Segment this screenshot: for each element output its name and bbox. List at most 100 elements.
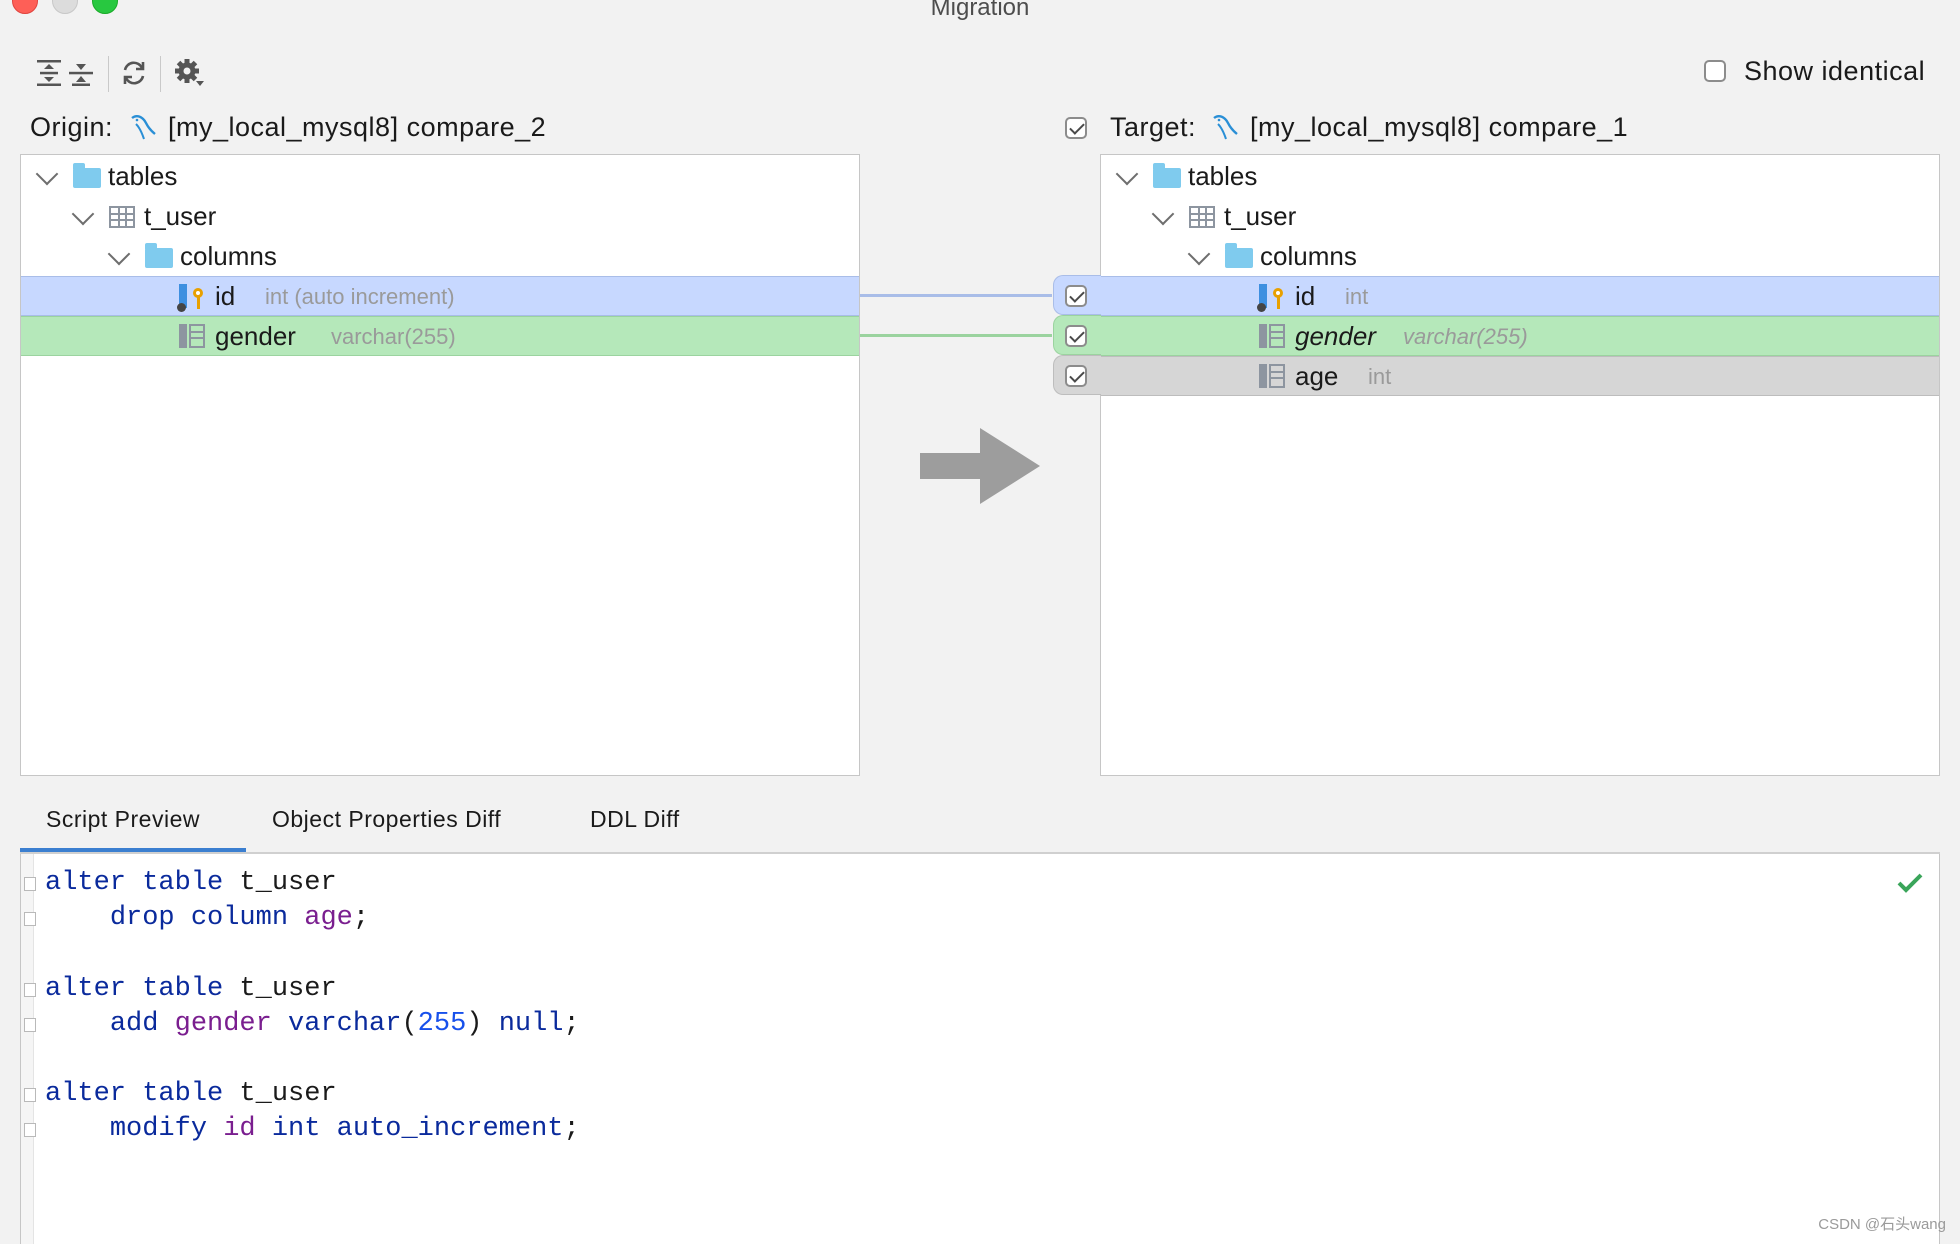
mysql-dolphin-icon: [1213, 115, 1238, 140]
target-label: Target:: [1110, 112, 1197, 142]
code-token: t_user: [223, 1079, 337, 1110]
code-token: null: [498, 1008, 564, 1039]
code-line[interactable]: alter table t_user: [45, 1079, 337, 1109]
code-token: varchar: [288, 1008, 402, 1039]
code-line[interactable]: alter table t_user: [45, 868, 337, 898]
code-line[interactable]: add gender varchar(255) null;: [45, 1009, 580, 1039]
tab-ddl-diff[interactable]: DDL Diff: [590, 806, 680, 832]
column-type: varchar(255): [331, 324, 456, 349]
origin-row-gender[interactable]: gender varchar(255): [21, 316, 859, 356]
code-token: add: [109, 1008, 159, 1039]
origin-label: Origin:: [30, 112, 114, 142]
include-id-checkbox[interactable]: [1065, 285, 1087, 307]
target-checkbox[interactable]: [1065, 117, 1087, 139]
target-row-gender[interactable]: gender varchar(255): [1101, 316, 1939, 356]
active-tab-indicator: [20, 848, 246, 852]
collapse-all-button[interactable]: [64, 56, 98, 90]
expand-all-button[interactable]: [32, 56, 66, 90]
chevron-down-icon[interactable]: [35, 162, 59, 186]
code-token: ): [466, 1008, 499, 1039]
column-type: int: [1345, 284, 1369, 309]
chevron-down-icon[interactable]: [1151, 202, 1175, 226]
code-token: [272, 1009, 288, 1039]
editor-gutter: [21, 854, 34, 1244]
columns-label: columns: [1260, 241, 1357, 271]
code-line[interactable]: alter table t_user: [45, 974, 337, 1004]
settings-icon: [175, 59, 204, 86]
origin-row-id[interactable]: id int (auto increment): [21, 276, 859, 316]
tree-node-tables[interactable]: tables: [21, 157, 859, 197]
tree-node-columns[interactable]: columns: [21, 237, 859, 277]
column-name: gender: [1295, 321, 1376, 351]
code-token: [45, 1009, 110, 1039]
primary-key-column-icon: [177, 284, 205, 312]
code-token: [158, 1009, 174, 1039]
table-icon: [1189, 206, 1215, 228]
code-token: [320, 1114, 336, 1144]
mysql-dolphin-icon: [131, 115, 156, 140]
chevron-down-icon[interactable]: [1187, 242, 1211, 266]
tree-node-table[interactable]: t_user: [1101, 197, 1939, 237]
code-line[interactable]: modify id int auto_increment;: [45, 1114, 580, 1144]
tables-label: tables: [1188, 161, 1258, 191]
code-token: modify: [109, 1114, 208, 1145]
code-token: age: [304, 903, 353, 934]
chevron-down-icon[interactable]: [107, 242, 131, 266]
target-tree[interactable]: tables t_user columns id int gender varc…: [1100, 154, 1940, 776]
migration-arrow-icon: [920, 428, 1040, 504]
origin-tree[interactable]: tables t_user columns id int (auto incre…: [20, 154, 860, 776]
code-line[interactable]: drop column age;: [45, 903, 369, 933]
fold-marker-icon[interactable]: [24, 982, 36, 997]
fold-marker-icon[interactable]: [24, 912, 36, 927]
code-token: 255: [417, 1008, 467, 1039]
include-age-checkbox[interactable]: [1065, 365, 1087, 387]
code-token: (: [401, 1008, 418, 1039]
code-token: [45, 1114, 110, 1144]
refresh-icon: [123, 61, 145, 85]
tab-divider: [20, 852, 1940, 854]
tree-node-table[interactable]: t_user: [21, 197, 859, 237]
target-row-id[interactable]: id int: [1101, 276, 1939, 316]
show-identical-label[interactable]: Show identical: [1744, 56, 1926, 86]
column-icon: [179, 324, 205, 348]
table-icon: [109, 206, 135, 228]
folder-icon: [1153, 163, 1181, 188]
code-token: ;: [352, 903, 370, 934]
code-token: drop column: [109, 903, 289, 934]
show-identical-checkbox[interactable]: [1704, 60, 1726, 82]
code-token: alter table: [45, 1079, 224, 1110]
tables-label: tables: [108, 161, 178, 191]
column-icon: [1259, 324, 1285, 348]
column-name: id: [215, 281, 236, 311]
fold-marker-icon[interactable]: [24, 1123, 36, 1138]
settings-button[interactable]: [172, 56, 206, 90]
code-token: ;: [563, 1114, 580, 1145]
fold-marker-icon[interactable]: [24, 877, 36, 891]
target-row-age[interactable]: age int: [1101, 356, 1939, 396]
tree-node-tables[interactable]: tables: [1101, 157, 1939, 197]
code-token: [288, 903, 304, 933]
chevron-down-icon[interactable]: [71, 202, 95, 226]
code-token: int: [271, 1114, 321, 1145]
code-token: gender: [174, 1008, 272, 1039]
connector-gender: [860, 334, 1052, 337]
fold-marker-icon[interactable]: [24, 1088, 36, 1103]
tree-node-columns[interactable]: columns: [1101, 237, 1939, 277]
column-type: int (auto increment): [265, 284, 455, 309]
connector-id: [860, 294, 1052, 297]
code-token: [256, 1114, 272, 1144]
code-token: alter table: [45, 973, 224, 1004]
column-name: gender: [215, 321, 296, 351]
folder-icon: [1225, 243, 1253, 268]
tab-script-preview[interactable]: Script Preview: [46, 806, 200, 832]
chevron-down-icon[interactable]: [1115, 162, 1139, 186]
code-token: ;: [563, 1008, 580, 1039]
script-preview-editor[interactable]: alter table t_user drop column age; alter…: [20, 854, 1940, 1244]
include-gender-checkbox[interactable]: [1065, 325, 1087, 347]
refresh-button[interactable]: [117, 56, 151, 90]
fold-marker-icon[interactable]: [24, 1017, 36, 1032]
column-icon: [1259, 364, 1285, 388]
folder-icon: [145, 243, 173, 268]
table-name: t_user: [144, 201, 217, 231]
tab-object-properties-diff[interactable]: Object Properties Diff: [272, 806, 502, 832]
